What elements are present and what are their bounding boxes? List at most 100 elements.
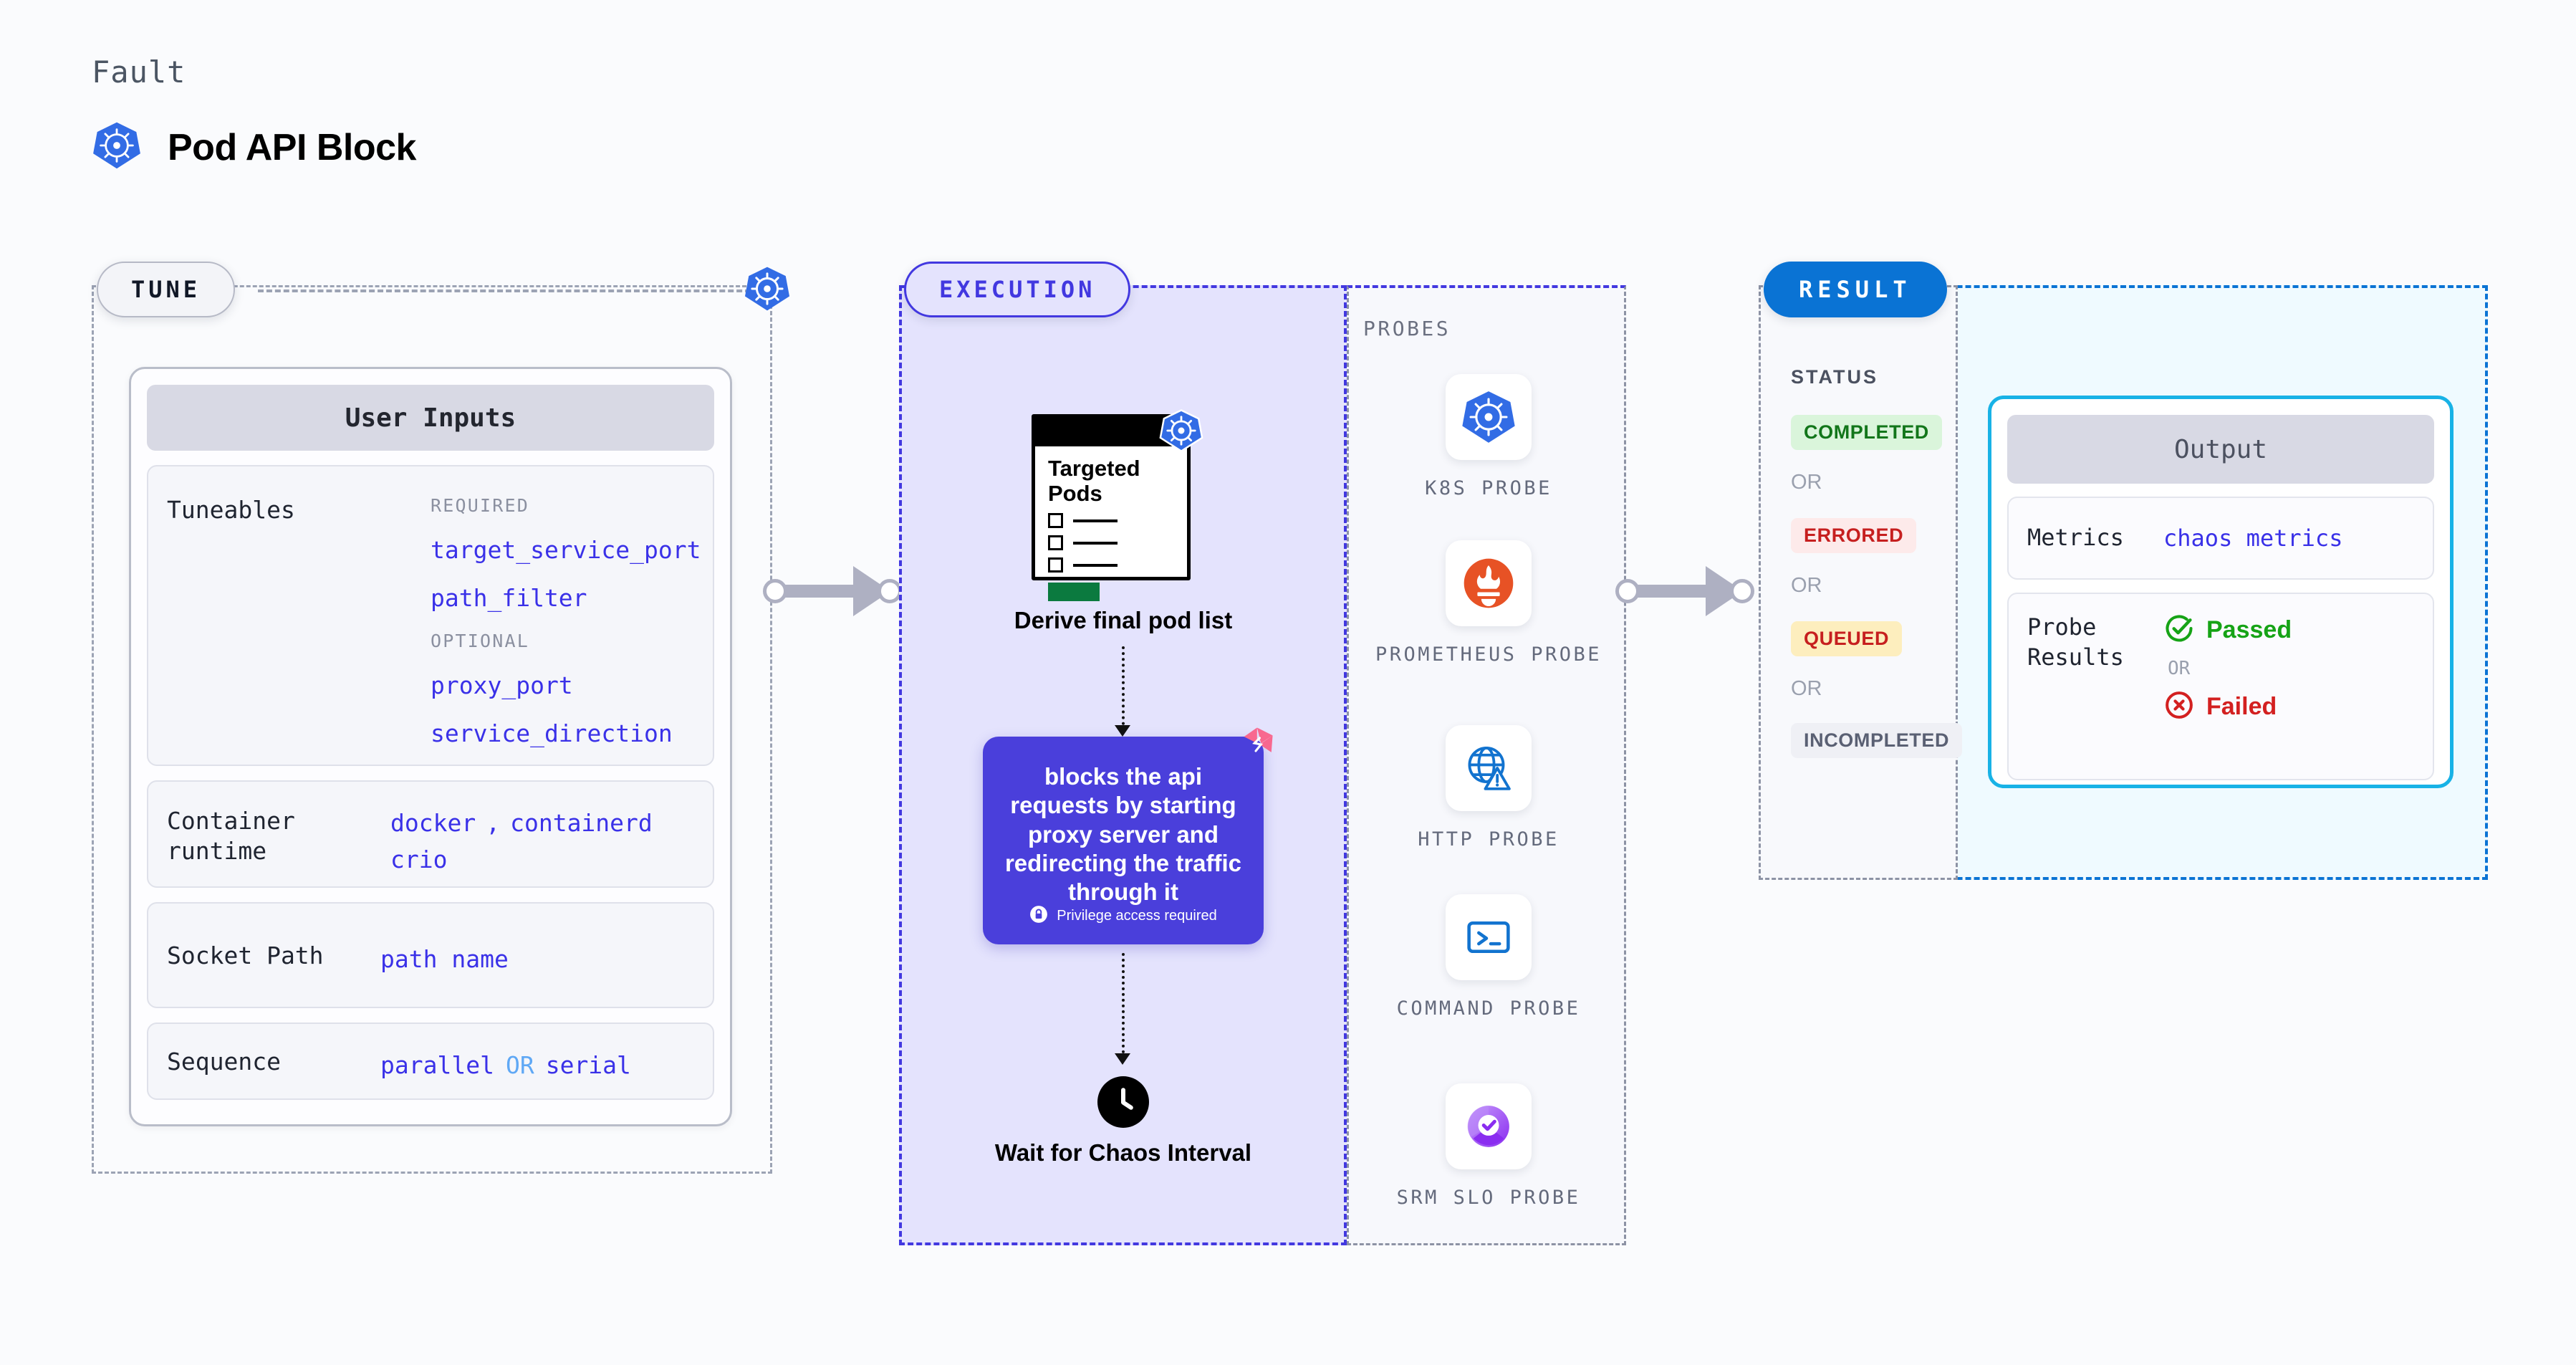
or-label: OR: [1791, 677, 1822, 700]
flow-line: [1122, 646, 1125, 731]
probe-item-command[interactable]: COMMAND PROBE: [1349, 894, 1628, 1022]
x-circle-icon: [2163, 689, 2195, 724]
status-bar: [1048, 583, 1100, 602]
probe-item-srm-slo[interactable]: SRM SLO PROBE: [1349, 1083, 1628, 1211]
lock-icon: [1029, 905, 1048, 927]
status-badge: ERRORED: [1791, 518, 1917, 553]
container-runtime-row: Container runtime docker , containerd cr…: [147, 780, 714, 888]
flow-arrow: [1115, 1053, 1130, 1065]
kubernetes-icon: [744, 265, 791, 316]
placeholder-line: [1073, 563, 1118, 567]
probe-passed: Passed: [2163, 613, 2292, 648]
pod-list-item: [1048, 557, 1187, 573]
tuneable-item[interactable]: target_service_port: [431, 536, 701, 564]
probes-panel: PROBES K8S PROBE: [1347, 285, 1626, 1245]
checkbox-icon[interactable]: [1048, 557, 1063, 573]
probe-results-row: Probe Results Passed OR: [2007, 593, 2434, 780]
status-badge: INCOMPLETED: [1791, 723, 1963, 758]
check-circle-icon: [2163, 613, 2195, 648]
probe-failed: Failed: [2163, 689, 2292, 724]
tune-badge-connector: [258, 289, 759, 292]
targeted-pods-card: Targeted Pods: [1032, 414, 1191, 602]
or-label: OR: [2168, 658, 2191, 679]
output-card: Output Metrics chaos metrics Probe Resul…: [1988, 396, 2454, 788]
prometheus-icon: [1446, 540, 1532, 626]
privilege-note: Privilege access required: [983, 905, 1264, 927]
globe-warning-icon: [1446, 725, 1532, 811]
checkbox-icon[interactable]: [1048, 513, 1063, 529]
or-label: OR: [1791, 471, 1822, 494]
container-runtime-label: Container runtime: [167, 807, 295, 866]
socket-path-value[interactable]: path name: [380, 945, 509, 973]
probe-item-http[interactable]: HTTP PROBE: [1349, 725, 1628, 853]
tuneable-item[interactable]: service_direction: [431, 719, 673, 748]
output-title: Output: [2007, 415, 2434, 484]
targeted-pods-title: Targeted Pods: [1048, 456, 1140, 506]
placeholder-line: [1073, 519, 1118, 522]
page-kicker: Fault: [92, 54, 186, 90]
socket-path-label: Socket Path: [167, 942, 324, 969]
flow-arrow: [1115, 725, 1130, 737]
user-inputs-card: User Inputs Tuneables REQUIRED target_se…: [129, 367, 732, 1126]
pod-list-item: [1048, 513, 1187, 529]
sequence-row: Sequence parallel OR serial: [147, 1022, 714, 1100]
action-description: blocks the api requests by starting prox…: [1004, 763, 1242, 905]
metrics-row: Metrics chaos metrics: [2007, 497, 2434, 580]
tuneable-item[interactable]: path_filter: [431, 584, 587, 613]
action-card: blocks the api requests by starting prox…: [983, 727, 1273, 944]
connector-execution-to-result: [1615, 566, 1762, 616]
result-badge[interactable]: RESULT: [1764, 262, 1947, 317]
connector-tune-to-execution: [763, 566, 910, 616]
runtime-value[interactable]: crio: [390, 846, 448, 874]
terminal-icon: [1446, 894, 1532, 980]
probe-item-k8s[interactable]: K8S PROBE: [1349, 374, 1628, 502]
status-title: STATUS: [1791, 366, 1878, 388]
clock-icon: [1097, 1076, 1149, 1128]
tuneables-label: Tuneables: [167, 496, 295, 524]
tuneables-row: Tuneables REQUIRED target_service_port p…: [147, 465, 714, 766]
kubernetes-icon: [92, 120, 142, 174]
status-badge: QUEUED: [1791, 621, 1903, 656]
tune-panel: [92, 285, 772, 1174]
harness-icon: [1235, 724, 1277, 769]
or-label: OR: [1791, 574, 1822, 597]
privilege-text: Privilege access required: [1057, 908, 1217, 924]
tune-badge[interactable]: TUNE: [97, 262, 236, 317]
probe-results-label: Probe Results: [2027, 613, 2124, 671]
probe-label: COMMAND PROBE: [1396, 997, 1581, 1020]
socket-path-row: Socket Path path name: [147, 902, 714, 1008]
wait-for-chaos-label: Wait for Chaos Interval: [994, 1139, 1252, 1166]
pod-list-item: [1048, 535, 1187, 551]
probe-label: PROMETHEUS PROBE: [1375, 643, 1602, 666]
sequence-value[interactable]: parallel: [380, 1051, 494, 1079]
metrics-label: Metrics: [2027, 524, 2124, 552]
probe-item-prometheus[interactable]: PROMETHEUS PROBE: [1349, 540, 1628, 668]
sequence-label: Sequence: [167, 1048, 281, 1076]
probe-label: K8S PROBE: [1425, 477, 1552, 499]
page-title: Pod API Block: [168, 126, 416, 168]
sequence-separator: OR: [505, 1051, 534, 1079]
status-subpanel: STATUS COMPLETED OR ERRORED OR QUEUED OR…: [1759, 285, 1963, 880]
metrics-value[interactable]: chaos metrics: [2163, 525, 2343, 552]
kubernetes-icon: [1159, 408, 1203, 456]
flow-line: [1122, 953, 1125, 1059]
derive-pod-list-label: Derive final pod list: [1014, 607, 1233, 633]
tuneable-item[interactable]: proxy_port: [431, 671, 573, 700]
runtime-value[interactable]: docker: [390, 809, 476, 837]
probe-label: SRM SLO PROBE: [1396, 1187, 1581, 1209]
passed-label: Passed: [2206, 616, 2292, 643]
runtime-value[interactable]: containerd: [510, 809, 653, 837]
required-caption: REQUIRED: [431, 495, 530, 516]
checkbox-icon[interactable]: [1048, 535, 1063, 551]
slo-check-icon: [1446, 1083, 1532, 1169]
kubernetes-icon: [1446, 374, 1532, 460]
execution-badge[interactable]: EXECUTION: [904, 262, 1131, 317]
sequence-value[interactable]: serial: [545, 1051, 631, 1079]
runtime-separator: ,: [486, 809, 501, 837]
failed-label: Failed: [2206, 693, 2277, 720]
probes-title: PROBES: [1363, 317, 1451, 340]
page-title-row: Pod API Block: [92, 120, 416, 174]
user-inputs-title: User Inputs: [147, 385, 714, 451]
placeholder-line: [1073, 541, 1118, 545]
